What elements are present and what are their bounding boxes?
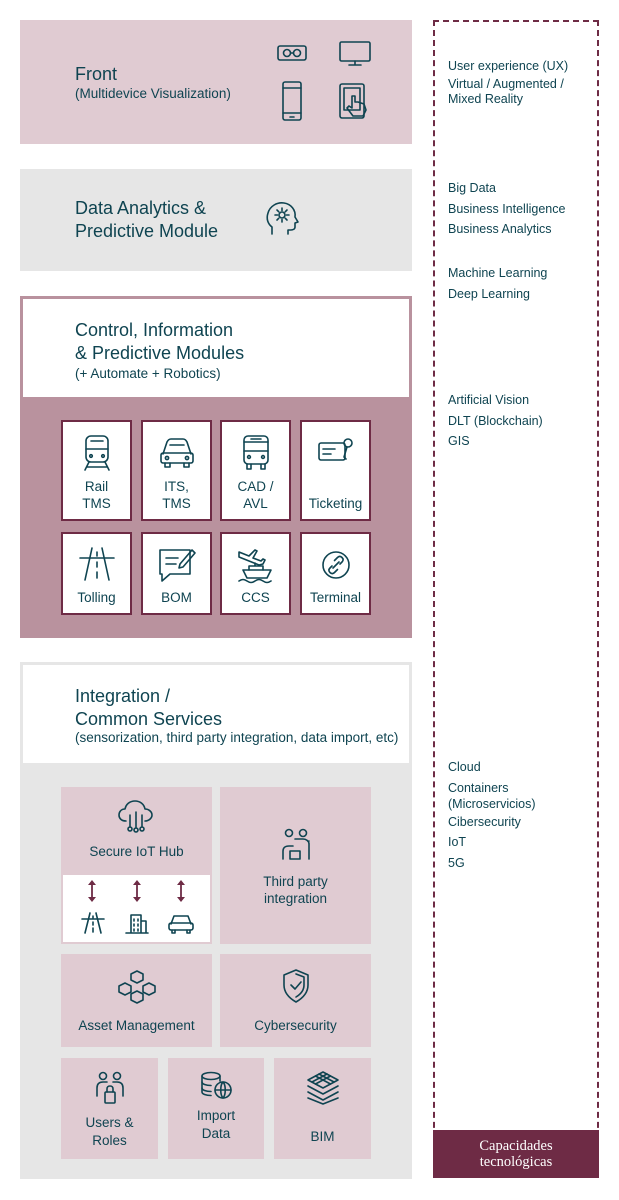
capability-item: User experience (UX) [448, 59, 569, 73]
capability-item: Cibersecurity [448, 814, 521, 829]
capability-item: DLT (Blockchain) [448, 413, 543, 428]
road-icon [78, 547, 115, 581]
module-label: CCS [241, 590, 270, 605]
module-label: BOM [161, 590, 192, 605]
tablet-touch-icon [339, 83, 367, 119]
layers-grid-icon [307, 1071, 339, 1105]
module-bom: BOM [141, 532, 212, 615]
monitor-icon [339, 41, 371, 66]
arrow-up-down-icon [133, 880, 141, 902]
bim: BIM [274, 1058, 371, 1159]
secure-iot-hub: Secure IoT Hub [61, 787, 212, 944]
capability-item: Containers [448, 780, 509, 795]
module-its-tms: ITS, TMS [141, 420, 212, 521]
arrow-up-down-icon [177, 880, 185, 902]
asset-management-label: Asset Management [78, 1018, 195, 1033]
vr-headset-icon [277, 45, 307, 61]
front-subtitle: (Multidevice Visualization) [75, 86, 231, 101]
module-label: ITS, TMS [162, 479, 191, 511]
analytics-panel: Data Analytics & Predictive Module [20, 169, 412, 271]
capability-item: 5G [448, 855, 465, 870]
integration-subtitle: (sensorization, third party integration,… [75, 730, 399, 745]
module-terminal: Terminal [300, 532, 371, 615]
cubes-network-icon [118, 970, 156, 1004]
capability-item: Deep Learning [448, 286, 531, 301]
bus-icon [242, 435, 269, 470]
head-gear-icon [266, 202, 299, 235]
cybersecurity: Cybersecurity [220, 954, 371, 1047]
database-globe-icon [201, 1071, 232, 1099]
front-title: Front [75, 64, 118, 84]
capability-item: Artificial Vision [448, 393, 530, 407]
users-roles: Users & Roles [61, 1058, 158, 1159]
module-cad-avl: CAD / AVL [220, 420, 291, 521]
capability-item: Business Analytics [448, 222, 552, 236]
third-party-integration: Third party integration [220, 787, 371, 944]
car-icon [168, 915, 194, 934]
capabilities-group-ux: User experience (UX) Virtual / Augmented… [448, 56, 568, 107]
capability-item: Machine Learning [448, 266, 548, 280]
control-subtitle: (+ Automate + Robotics) [75, 366, 221, 381]
users-exchange-icon [282, 828, 310, 860]
module-label: Tolling [77, 590, 116, 605]
capability-item: Mixed Reality [448, 91, 524, 106]
link-icon [321, 551, 350, 579]
front-panel: Front (Multidevice Visualization) [20, 20, 412, 144]
asset-management: Asset Management [61, 954, 212, 1047]
module-ccs: CCS [220, 532, 291, 615]
integration-header: Integration / Common Services (sensoriza… [23, 665, 409, 763]
capabilities-footer: Capacidades tecnológicas [433, 1130, 599, 1178]
capability-item: Big Data [448, 181, 496, 195]
capabilities-group-analytics: Big Data Business Intelligence Business … [448, 178, 565, 240]
integration-title: Integration / Common Services [75, 686, 223, 729]
users-lock-icon [96, 1071, 124, 1104]
module-label: CAD / AVL [237, 479, 274, 511]
message-edit-icon [158, 549, 196, 582]
cloud-network-icon [118, 800, 153, 833]
train-icon [83, 435, 110, 471]
module-label: Ticketing [308, 496, 363, 511]
module-ticketing: Ticketing [300, 420, 371, 521]
capability-item: (Microservicios) [448, 796, 536, 811]
smartphone-icon [282, 81, 302, 121]
control-title: Control, Information & Predictive Module… [75, 320, 245, 363]
third-party-label: Third party integration [263, 874, 328, 906]
shield-check-icon [283, 969, 309, 1003]
module-label: Rail TMS [82, 479, 111, 511]
capabilities-footer-label: Capacidades tecnológicas [479, 1138, 553, 1170]
secure-iot-hub-label: Secure IoT Hub [89, 844, 184, 859]
capabilities-group-vision: Artificial Vision DLT (Blockchain) GIS [448, 390, 543, 452]
module-label: Terminal [309, 590, 361, 605]
capability-item: Virtual / Augmented / [448, 76, 564, 91]
cybersecurity-label: Cybersecurity [254, 1018, 337, 1033]
import-data: Import Data [168, 1058, 264, 1159]
capability-item: IoT [448, 835, 467, 849]
users-roles-label: Users & Roles [85, 1115, 134, 1148]
module-tolling: Tolling [61, 532, 132, 615]
capabilities-group-ml: Machine Learning Deep Learning [448, 263, 547, 304]
road-icon [81, 912, 105, 934]
capabilities-group-cloud: Cloud Containers (Microservicios) Cibers… [448, 757, 536, 873]
arrow-up-down-icon [88, 880, 96, 902]
ship-plane-icon [237, 549, 272, 584]
capability-item: Business Intelligence [448, 201, 566, 216]
bim-label: BIM [310, 1129, 335, 1144]
module-rail-tms: Rail TMS [61, 420, 132, 521]
control-header: Control, Information & Predictive Module… [23, 299, 409, 397]
capabilities-panel [433, 20, 599, 1178]
ticket-icon [317, 438, 353, 461]
building-icon [125, 914, 149, 934]
import-data-label: Import Data [196, 1108, 236, 1141]
iot-devices-box [63, 875, 210, 942]
car-icon [159, 438, 194, 468]
capability-item: GIS [448, 434, 470, 448]
capability-item: Cloud [448, 760, 481, 774]
analytics-title: Data Analytics & Predictive Module [75, 198, 219, 241]
